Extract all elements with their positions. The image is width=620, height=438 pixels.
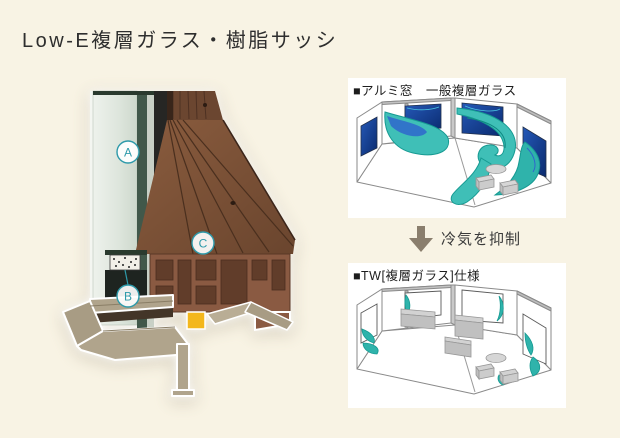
before-room-simulation <box>356 97 552 208</box>
down-arrow-icon <box>409 226 433 252</box>
svg-text:A: A <box>124 146 132 160</box>
page-title: Low-E複層ガラス・樹脂サッシ <box>22 30 339 52</box>
marker-c: C <box>191 231 215 255</box>
marker-a: A <box>116 140 140 164</box>
arrow-caption: 冷気を抑制 <box>441 231 522 248</box>
marker-b: B <box>116 284 140 308</box>
svg-text:B: B <box>124 290 132 304</box>
screw-dot <box>230 201 236 205</box>
cold-air-flow <box>384 107 541 205</box>
room-furniture <box>475 164 519 197</box>
room-furniture <box>400 308 519 386</box>
after-room-simulation <box>356 284 552 395</box>
window-cross-section-illustration: A B C <box>62 90 296 397</box>
screw-dot <box>203 103 207 107</box>
after-panel: ■TW[複層ガラス]仕様 <box>348 263 566 408</box>
glass-edge-strip <box>137 91 147 330</box>
glazing-spacer <box>105 250 147 298</box>
before-panel-label: ■アルミ窓 一般複層ガラス <box>353 84 517 98</box>
svg-text:C: C <box>199 237 208 251</box>
thermal-break-highlight <box>186 311 206 330</box>
wood-sill-deck <box>135 90 296 255</box>
before-panel: ■アルミ窓 一般複層ガラス <box>348 78 566 218</box>
after-panel-label: ■TW[複層ガラス]仕様 <box>353 269 481 283</box>
resin-sash-profile <box>149 253 291 332</box>
aluminum-sill <box>62 294 294 397</box>
comparison-arrow-row: 冷気を抑制 <box>408 225 568 255</box>
